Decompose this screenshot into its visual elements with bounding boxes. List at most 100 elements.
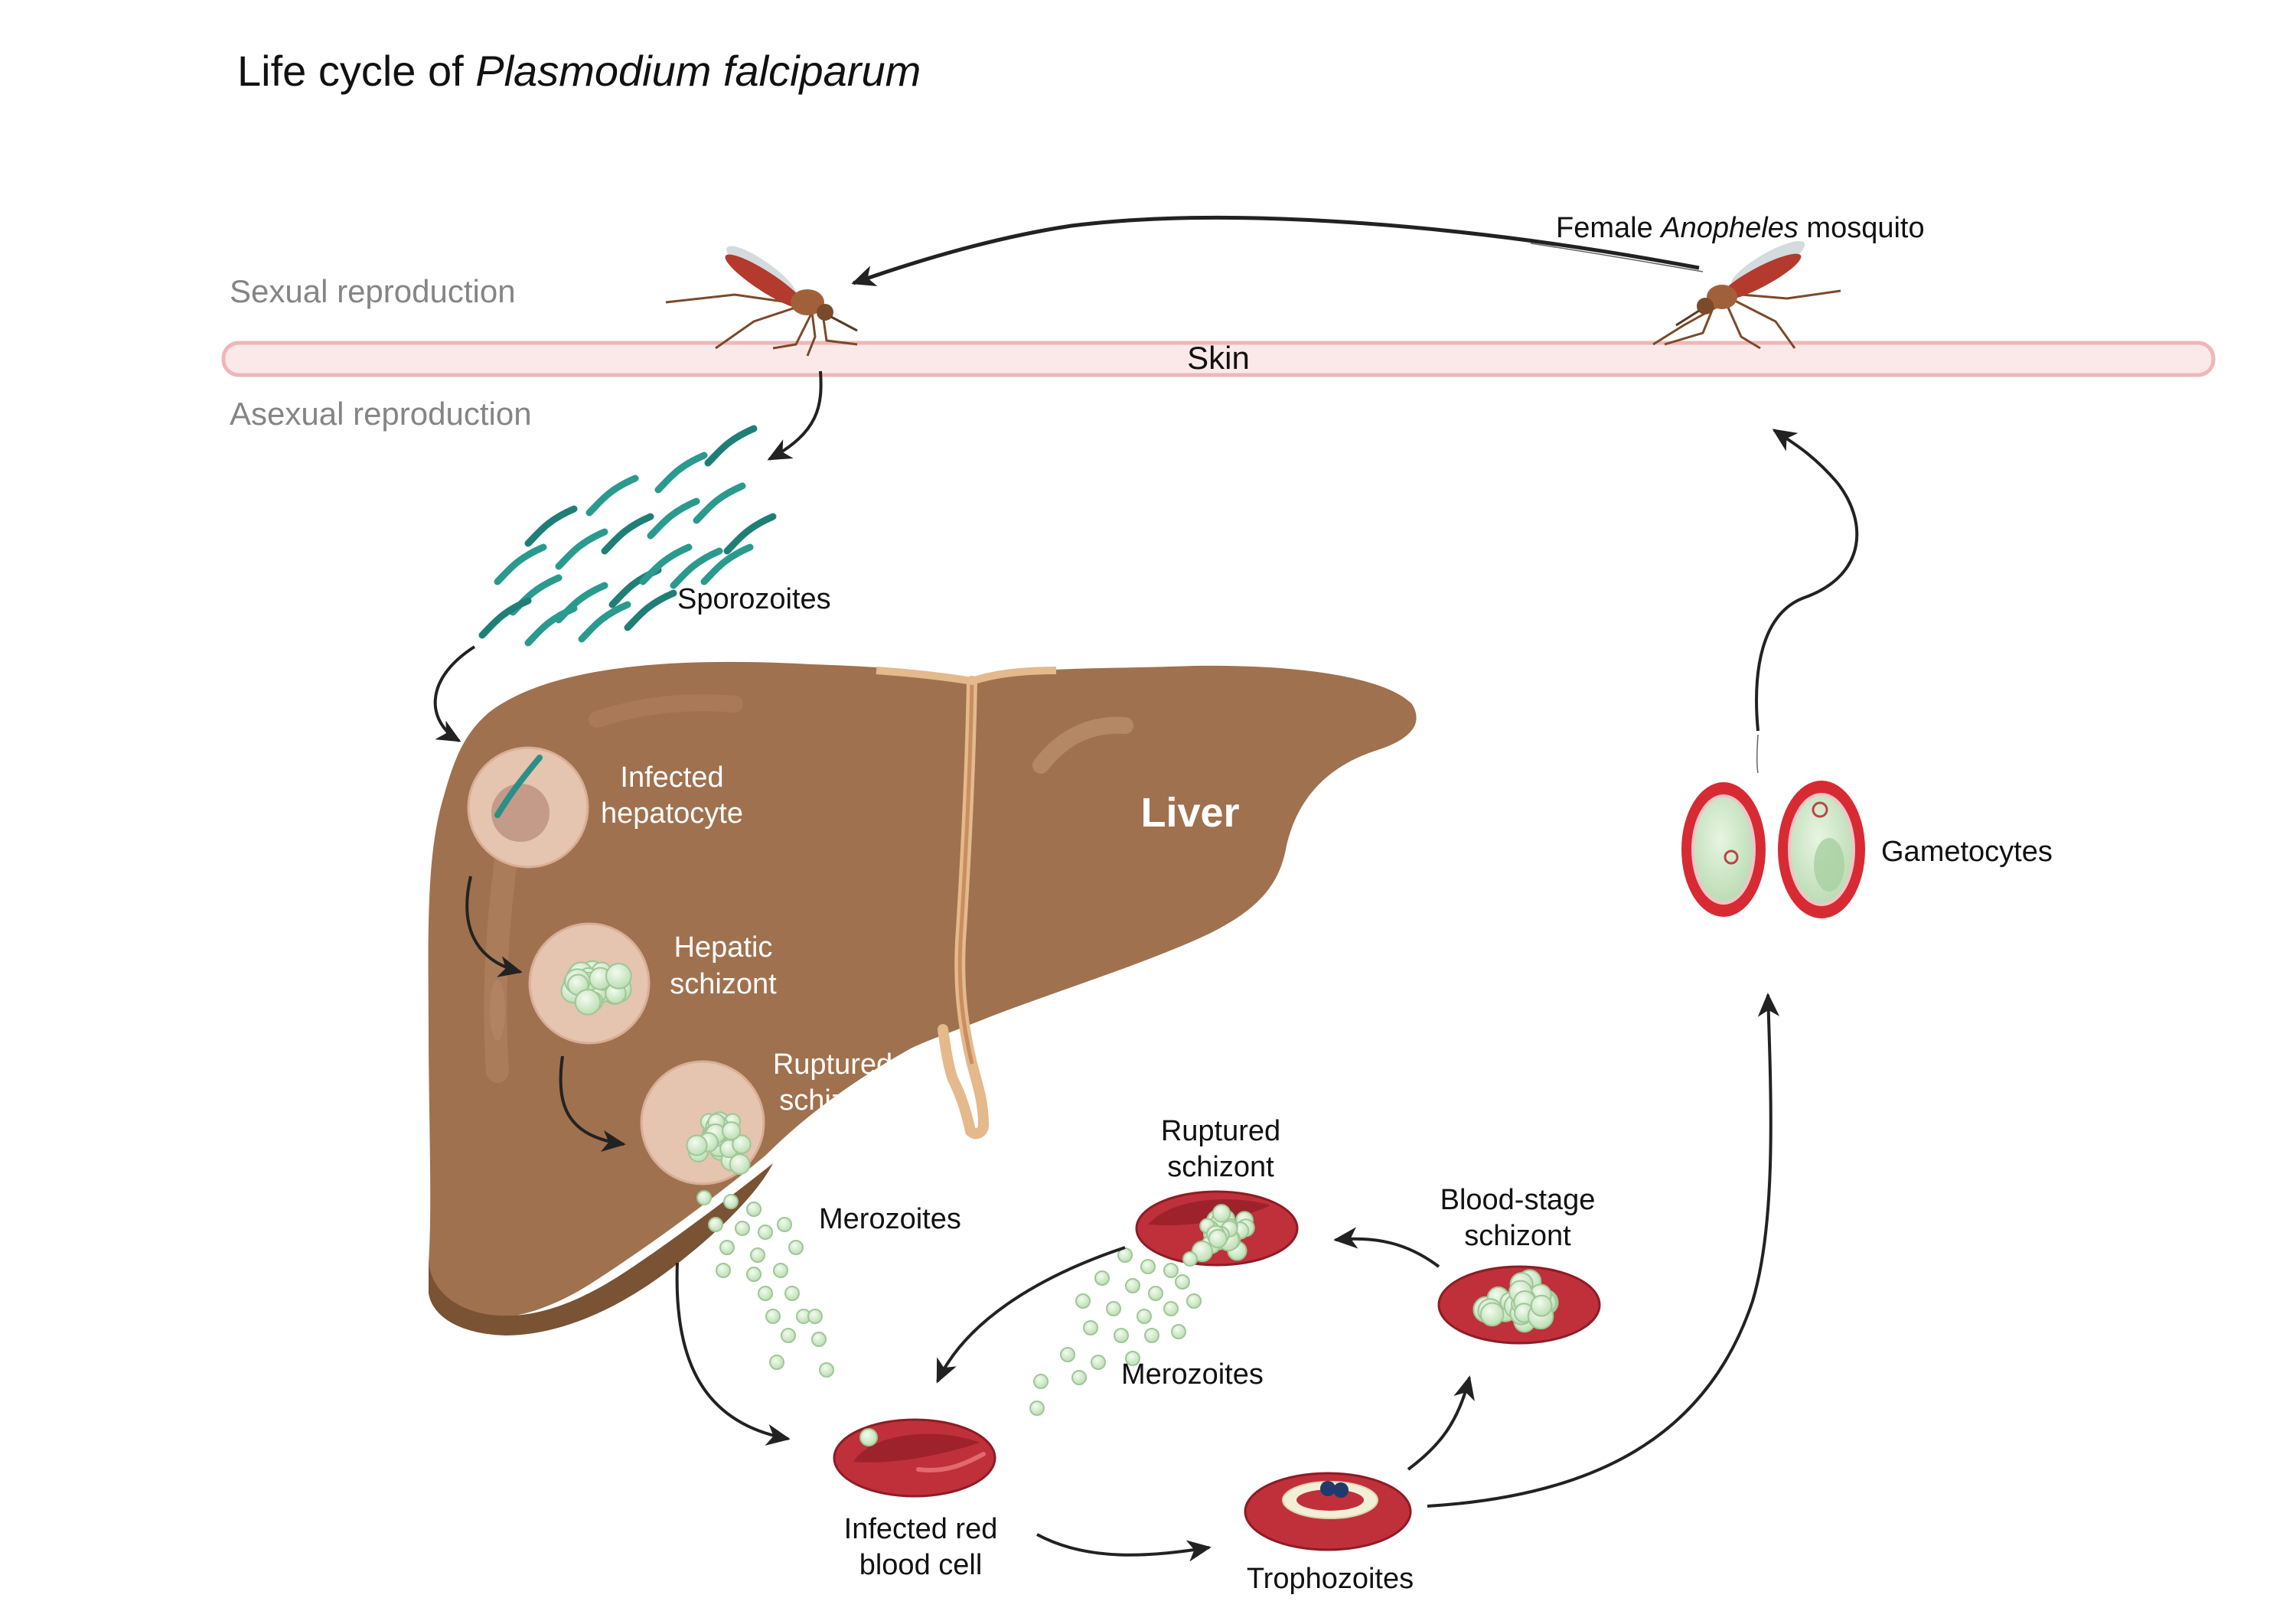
merozoite-icon bbox=[574, 989, 602, 1016]
asexual-reproduction-label: Asexual reproduction bbox=[230, 396, 532, 432]
title-species: Plasmodium falciparum bbox=[475, 47, 921, 95]
merozoite-icon bbox=[1094, 1270, 1110, 1286]
sporozoite-icon bbox=[624, 589, 677, 631]
merozoite-icon bbox=[746, 1267, 762, 1282]
skin-band bbox=[221, 341, 2216, 377]
arrow-bite-to-sporozoites bbox=[767, 370, 823, 461]
ruptured-blood-label-1: Ruptured bbox=[1161, 1115, 1280, 1147]
ruptured-liver-label-1: Ruptured bbox=[773, 1048, 892, 1081]
hepatic-schizont-label-1: Hepatic bbox=[674, 931, 773, 964]
sporozoite-icon bbox=[601, 513, 654, 555]
mosquito-right-icon bbox=[1652, 240, 1841, 350]
merozoite-icon bbox=[1171, 1324, 1186, 1339]
sporozoite-icon bbox=[555, 528, 608, 570]
merozoite-icon bbox=[696, 1190, 712, 1205]
merozoite-icon bbox=[769, 1355, 784, 1370]
blood-schizont-label-2: schizont bbox=[1464, 1220, 1571, 1252]
mosquito-left-icon bbox=[665, 246, 858, 357]
infected-hepatocyte-label-2: hepatocyte bbox=[601, 797, 743, 830]
merozoite-icon bbox=[1125, 1351, 1140, 1366]
merozoite-icon bbox=[1075, 1293, 1091, 1309]
sporozoite-icon bbox=[639, 543, 693, 585]
ruptured-liver-label-2: schizont bbox=[779, 1084, 886, 1117]
merozoite-icon bbox=[1148, 1286, 1163, 1301]
merozoite-icon bbox=[811, 1332, 827, 1347]
arrow-mosquito-transmission bbox=[851, 215, 1700, 286]
arrow-gametocytes-to-skin bbox=[1755, 429, 1859, 732]
skin-label: Skin bbox=[1187, 340, 1250, 376]
sporozoite-icon bbox=[654, 452, 708, 494]
infected-hepatocyte-label-1: Infected bbox=[620, 761, 723, 794]
arrow-rbc-to-trophozoites bbox=[1036, 1533, 1212, 1562]
arrow-schizont-to-ruptured-blood bbox=[1333, 1227, 1440, 1268]
merozoite-icon bbox=[1060, 1347, 1075, 1362]
mosquito-genus: Anopheles bbox=[1659, 212, 1799, 244]
infected-rbc-label-1: Infected red bbox=[844, 1513, 998, 1545]
sporozoite-icon bbox=[670, 547, 723, 589]
diagram-title: Life cycle of Plasmodium falciparum bbox=[237, 47, 921, 95]
liver-label: Liver bbox=[1140, 790, 1239, 836]
liver-merozoites-icon bbox=[696, 1190, 834, 1378]
arrow-mosquito-transmission-thin bbox=[1530, 243, 1704, 272]
merozoite-icon bbox=[708, 1217, 723, 1232]
merozoite-icon bbox=[1208, 1228, 1228, 1249]
merozoite-icon bbox=[723, 1194, 739, 1209]
merozoite-icon bbox=[605, 963, 632, 990]
merozoite-icon bbox=[1114, 1328, 1129, 1343]
merozoite-icon bbox=[819, 1362, 834, 1378]
merozoite-icon bbox=[1530, 1294, 1553, 1317]
ruptured-liver-schizont-icon bbox=[640, 1060, 765, 1185]
merozoite-icon bbox=[735, 1221, 750, 1236]
merozoite-icon bbox=[729, 1153, 751, 1176]
infected-rbc-label-2: blood cell bbox=[859, 1549, 983, 1581]
sporozoites-icon bbox=[478, 425, 777, 647]
merozoite-icon bbox=[1106, 1301, 1121, 1316]
sporozoite-icon bbox=[647, 497, 700, 540]
mosquito-label: Female Anopheles mosquito bbox=[1556, 212, 1925, 244]
merozoite-icon bbox=[758, 1225, 773, 1240]
merozoite-icon bbox=[750, 1247, 765, 1263]
merozoite-icon bbox=[758, 1286, 773, 1301]
merozoite-icon bbox=[781, 1328, 796, 1343]
sporozoite-icon bbox=[494, 543, 547, 585]
mosquito-label-prefix: Female bbox=[1556, 212, 1661, 244]
merozoite-icon bbox=[765, 1309, 781, 1324]
sporozoite-icon bbox=[704, 425, 758, 467]
sporozoite-icon bbox=[578, 601, 631, 643]
sporozoite-icon bbox=[723, 513, 777, 555]
merozoite-icon bbox=[1212, 1204, 1231, 1223]
merozoite-icon bbox=[719, 1240, 735, 1255]
merozoite-icon bbox=[1137, 1309, 1152, 1324]
title-prefix: Life cycle of bbox=[237, 47, 475, 95]
merozoite-icon bbox=[1144, 1328, 1159, 1343]
sporozoite-icon bbox=[693, 482, 746, 524]
arrow-hepatocyte-to-schizont bbox=[465, 876, 523, 977]
sexual-reproduction-label: Sexual reproduction bbox=[230, 273, 516, 309]
arrow-sporozoites-to-liver bbox=[433, 645, 476, 742]
infected-rbc-icon bbox=[833, 1418, 996, 1498]
arrow-schizont-to-ruptured bbox=[559, 1055, 626, 1153]
sporozoite-icon bbox=[700, 543, 754, 585]
merozoite-icon bbox=[722, 1121, 742, 1141]
blood-schizont-label-1: Blood-stage bbox=[1440, 1184, 1596, 1216]
merozoite-icon bbox=[1083, 1320, 1098, 1335]
blood-stage-schizont-icon bbox=[1437, 1265, 1601, 1345]
merozoite-icon bbox=[1140, 1259, 1156, 1274]
hepatic-schizont-icon bbox=[528, 922, 651, 1045]
merozoite-icon bbox=[788, 1240, 804, 1255]
merozoite-icon bbox=[784, 1286, 800, 1301]
arrow-trophozoites-to-schizont bbox=[1407, 1375, 1475, 1471]
sporozoites-label: Sporozoites bbox=[677, 583, 831, 615]
sporozoite-icon bbox=[524, 605, 578, 647]
merozoite-icon bbox=[1029, 1401, 1045, 1416]
merozoites-liver-label: Merozoites bbox=[819, 1203, 961, 1235]
merozoite-icon bbox=[1186, 1293, 1202, 1309]
infected-hepatocyte-icon bbox=[467, 746, 589, 869]
hepatic-schizont-label-2: schizont bbox=[670, 968, 777, 1000]
merozoite-icon bbox=[1091, 1355, 1106, 1370]
arrow-trophozoites-to-gametocytes bbox=[1427, 993, 1780, 1508]
merozoite-icon bbox=[1163, 1263, 1179, 1278]
arrow-merozoites-to-rbc bbox=[675, 1262, 791, 1446]
ruptured-blood-schizont-icon bbox=[1135, 1190, 1299, 1267]
